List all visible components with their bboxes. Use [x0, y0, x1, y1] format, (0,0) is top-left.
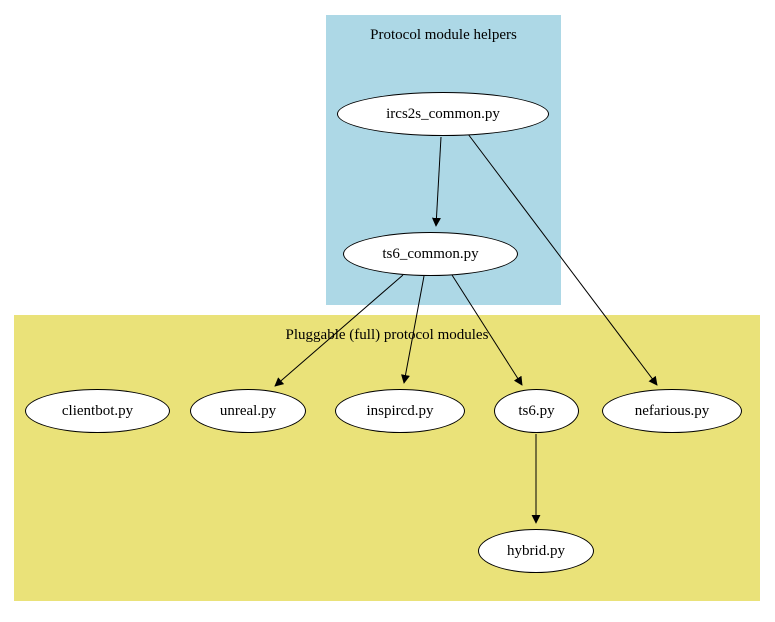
node-nefarious: nefarious.py	[602, 389, 742, 433]
node-inspircd-label: inspircd.py	[366, 402, 434, 419]
node-hybrid-label: hybrid.py	[507, 542, 565, 559]
node-hybrid: hybrid.py	[478, 529, 594, 573]
node-unreal-label: unreal.py	[219, 402, 277, 419]
cluster-helpers-label: Protocol module helpers	[370, 27, 517, 43]
node-clientbot-label: clientbot.py	[61, 402, 134, 419]
node-ircs2s_common: ircs2s_common.py	[337, 92, 549, 136]
node-clientbot: clientbot.py	[25, 389, 170, 433]
node-ts6-label: ts6.py	[518, 402, 555, 419]
node-unreal: unreal.py	[190, 389, 306, 433]
node-inspircd: inspircd.py	[335, 389, 465, 433]
node-ts6_common-label: ts6_common.py	[382, 245, 479, 262]
node-ircs2s_common-label: ircs2s_common.py	[386, 105, 500, 122]
node-ts6: ts6.py	[494, 389, 579, 433]
cluster-pluggable-protocol-modules: Pluggable (full) protocol modules	[14, 315, 760, 601]
node-nefarious-label: nefarious.py	[634, 402, 710, 419]
cluster-pluggable-label: Pluggable (full) protocol modules	[285, 327, 489, 343]
node-ts6_common: ts6_common.py	[343, 232, 518, 276]
